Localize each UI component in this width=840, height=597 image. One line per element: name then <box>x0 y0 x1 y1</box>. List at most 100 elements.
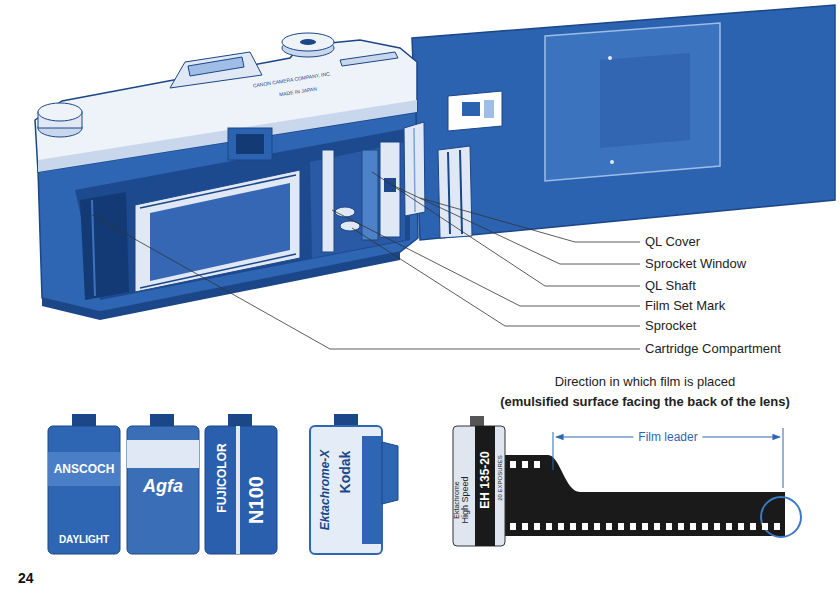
sprocket-hole <box>510 461 780 530</box>
leader-line <box>420 198 640 242</box>
camera-body <box>310 142 405 258</box>
cartridge-text: N100 <box>246 476 267 524</box>
camera-body <box>140 254 296 288</box>
back-door <box>610 160 614 164</box>
film-cartridge <box>205 426 277 554</box>
leader-line <box>352 228 640 326</box>
camera-body <box>322 150 334 252</box>
part-label: QL Shaft <box>645 279 696 293</box>
figure-note: Direction in which film is placed <box>555 375 736 389</box>
film-cartridge <box>48 414 398 554</box>
top-plate <box>38 100 417 172</box>
cartridge-text: 20 EXPOSURES <box>497 455 503 501</box>
film-strip <box>761 497 801 537</box>
sprocket-hole <box>678 523 684 530</box>
leader-line <box>372 172 640 286</box>
camera-body <box>335 207 355 217</box>
sprocket-hole <box>750 523 756 530</box>
film-strip <box>783 428 784 488</box>
cartridge-text: Ektachrome <box>453 481 460 518</box>
top-plate <box>188 57 244 76</box>
sprocket-hole <box>666 523 672 530</box>
figure-note: (emulsified surface facing the back of t… <box>500 395 790 409</box>
film-strip <box>503 455 785 536</box>
sprocket-hole <box>654 523 660 530</box>
camera-body <box>135 170 300 292</box>
top-plate <box>35 33 417 172</box>
film-cartridge <box>310 426 382 554</box>
back-door <box>600 53 690 148</box>
top-plate <box>35 40 417 172</box>
film-strip <box>553 432 554 470</box>
sprocket-hole <box>582 523 588 530</box>
film-strip <box>453 416 801 546</box>
part-label: Cartridge Compartment <box>645 342 781 356</box>
top-plate <box>170 52 262 88</box>
top-plate <box>236 134 264 154</box>
film-cartridge <box>382 442 398 504</box>
cartridge-text: EH 135-20 <box>479 451 492 508</box>
camera-body <box>150 183 290 281</box>
top-plate <box>228 128 272 160</box>
sprocket-hole <box>738 523 744 530</box>
cartridge-text: Agfa <box>143 477 183 496</box>
back-door <box>412 5 835 240</box>
sprocket-hole <box>594 523 600 530</box>
cartridge-text: Ektachrome-X <box>319 450 332 531</box>
sprocket-hole <box>510 523 516 530</box>
back-door <box>438 146 472 238</box>
camera-body <box>404 122 425 216</box>
back-door <box>608 56 612 60</box>
back-door <box>462 102 480 116</box>
sprocket-hole <box>558 523 564 530</box>
film-cartridge <box>127 426 199 554</box>
part-label: Sprocket Window <box>645 257 746 271</box>
cartridge-text: DAYLIGHT <box>59 535 109 546</box>
sprocket-hole <box>762 523 768 530</box>
back-door <box>460 150 462 234</box>
leader-line <box>392 185 640 264</box>
body-engraving: MADE IN JAPAN <box>279 86 317 97</box>
dimension-label: Film leader <box>633 431 702 444</box>
back-door <box>545 23 720 181</box>
sprocket-hole <box>774 523 780 530</box>
film-cartridge <box>236 426 240 554</box>
sprocket-hole <box>714 523 720 530</box>
sprocket-hole <box>642 523 648 530</box>
sprocket-hole <box>546 523 552 530</box>
film-cartridge <box>127 440 199 468</box>
sprocket-hole <box>690 523 696 530</box>
sprocket-hole <box>570 523 576 530</box>
body-engraving: CANON CAMERA COMPANY, INC. <box>253 71 332 89</box>
back-door <box>484 100 494 118</box>
sprocket-hole <box>606 523 612 530</box>
part-label: Film Set Mark <box>645 299 725 313</box>
leader-line <box>332 210 640 306</box>
film-cartridge <box>48 426 120 554</box>
film-strip <box>475 426 495 546</box>
cartridge-text: ANSCOCH <box>54 463 115 476</box>
back-door <box>448 152 450 234</box>
sprocket-hole <box>618 523 624 530</box>
cartridge-text: FUJICOLOR <box>216 443 229 512</box>
sprocket-hole <box>726 523 732 530</box>
top-plate <box>38 103 82 121</box>
sprocket-hole <box>534 461 540 468</box>
page-number: 24 <box>18 571 34 586</box>
sprocket-hole <box>534 523 540 530</box>
sprocket-hole <box>522 461 528 468</box>
part-label: Sprocket <box>645 319 696 333</box>
top-plate <box>300 39 316 45</box>
film-cartridge <box>48 452 120 486</box>
camera-body <box>92 200 95 296</box>
sprocket-hole <box>630 523 636 530</box>
part-label: QL Cover <box>645 235 700 249</box>
top-plate <box>340 52 398 66</box>
back-door <box>448 91 502 131</box>
leader-line <box>92 215 640 349</box>
film-strip <box>453 426 505 546</box>
film-cartridge <box>362 436 382 544</box>
sprocket-hole <box>702 523 708 530</box>
